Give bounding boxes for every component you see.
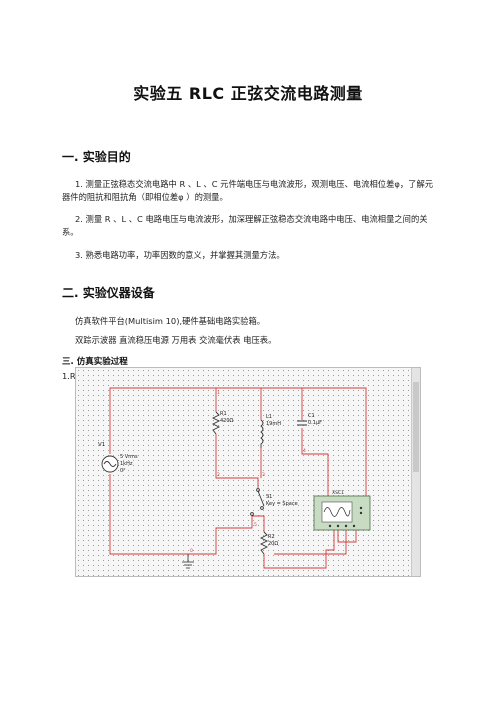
xsc1-name: XSC1 bbox=[332, 490, 344, 496]
node-5: 5 bbox=[254, 522, 257, 528]
oscilloscope bbox=[313, 495, 371, 531]
r2-resistor bbox=[259, 531, 269, 555]
objective-3: 3. 熟悉电路功率，功率因数的意义，并掌握其测量方法。 bbox=[75, 250, 285, 260]
equipment-2: 双踪示波器 直流稳压电源 万用表 交流毫伏表 电压表。 bbox=[75, 335, 277, 345]
v1-value-phase: 0° bbox=[120, 468, 126, 474]
r2-name: R2 bbox=[268, 534, 275, 540]
node-4: 4 bbox=[303, 448, 306, 454]
v1-source bbox=[101, 455, 119, 473]
wire-top bbox=[109, 387, 367, 508]
section2-heading: 二. 实验仪器设备 bbox=[62, 286, 155, 300]
wire-r1 bbox=[215, 434, 259, 488]
section1-heading: 一. 实验目的 bbox=[62, 150, 131, 164]
wire-c1 bbox=[301, 428, 329, 500]
s1-value: Key = Space bbox=[266, 501, 298, 507]
v1-value-rms: 5 Vrms bbox=[120, 454, 138, 460]
s1-name: S1 bbox=[266, 494, 272, 500]
v1-name: V1 bbox=[98, 442, 105, 448]
figure-scrollbar-thumb bbox=[413, 382, 419, 472]
l1-value: 19mH bbox=[266, 421, 281, 427]
s1-switch bbox=[250, 488, 265, 516]
circuit-schematic: V1 5 Vrms 1kHz 0° R1 420Ω L1 19mH C1 0.1… bbox=[75, 367, 421, 577]
wire-bottom bbox=[109, 474, 265, 555]
equipment-1: 仿真软件平台(Multisim 10),硬件基础电路实验箱。 bbox=[75, 316, 266, 326]
wire-r2 bbox=[263, 528, 335, 569]
node-2: 2 bbox=[217, 472, 220, 478]
section3-heading: 三. 仿真实验过程 bbox=[62, 357, 128, 367]
c1-name: C1 bbox=[308, 413, 315, 419]
r2-value: 20Ω bbox=[268, 541, 278, 547]
r1-value: 420Ω bbox=[220, 418, 234, 424]
r1-resistor bbox=[211, 411, 221, 435]
node-3: 3 bbox=[262, 472, 265, 478]
node-0: 0 bbox=[190, 548, 193, 554]
l1-inductor bbox=[260, 419, 264, 448]
l1-name: L1 bbox=[266, 414, 272, 420]
objective-2: 2. 测量 R 、L 、C 电路电压与电流波形，加深理解正弦稳态交流电路中电压、… bbox=[62, 214, 428, 237]
node-1: 1 bbox=[217, 390, 220, 396]
circuit-drawing: V1 5 Vrms 1kHz 0° R1 420Ω L1 19mH C1 0.1… bbox=[98, 387, 371, 569]
c1-capacitor bbox=[297, 420, 307, 426]
c1-value: 0.1μF bbox=[308, 420, 322, 426]
page-title: 实验五 RLC 正弦交流电路测量 bbox=[133, 84, 363, 103]
figure-scrollbar bbox=[411, 368, 420, 576]
v1-value-freq: 1kHz bbox=[120, 461, 133, 467]
objective-1: 1. 测量正弦稳态交流电路中 R 、L 、C 元件端电压与电流波形，观测电压、电… bbox=[62, 179, 434, 202]
r1-name: R1 bbox=[220, 411, 227, 417]
